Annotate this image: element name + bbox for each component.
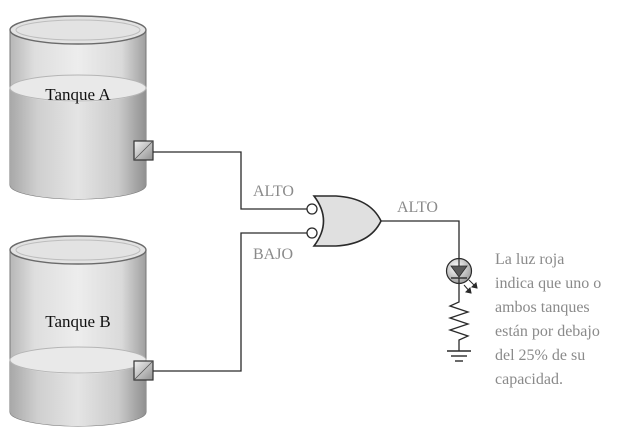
- input-a-signal-label: ALTO: [253, 183, 294, 200]
- ground-symbol: [447, 350, 471, 362]
- nor-gate-inverted-input-a: [306, 203, 318, 215]
- tank-b-liquid-surface: [9, 346, 147, 374]
- wire-sensor-b: [153, 232, 308, 372]
- led-note: La luz roja indica que uno o ambos tanqu…: [495, 251, 601, 388]
- wire-output: [381, 220, 460, 258]
- tank-a-top-rim: [9, 15, 147, 45]
- tank-a-liquid: [10, 88, 146, 199]
- tank-b-liquid: [10, 360, 146, 426]
- note-line: La luz roja: [495, 251, 564, 268]
- note-line: ambos tanques: [495, 299, 590, 316]
- wire-sensor-a: [153, 151, 308, 210]
- tank-b: Tanque B: [9, 235, 154, 427]
- input-b-signal-label: BAJO: [253, 246, 293, 263]
- nor-gate: [306, 195, 382, 247]
- tank-a-label: Tanque A: [45, 85, 111, 104]
- led-indicator: [445, 257, 478, 294]
- note-line: del 25% de su: [495, 347, 585, 364]
- nor-gate-inverted-input-b: [306, 227, 318, 239]
- tank-a: Tanque A: [9, 15, 154, 200]
- output-signal-label: ALTO: [397, 199, 438, 216]
- note-line: indica que uno o: [495, 275, 601, 292]
- resistor: [447, 284, 471, 351]
- tank-a-liquid-surface: [9, 74, 147, 102]
- tank-b-top-rim: [9, 235, 147, 265]
- note-line: están por debajo: [495, 323, 600, 340]
- tank-b-label: Tanque B: [45, 312, 110, 331]
- led-light-rays-icon: [463, 279, 478, 294]
- note-line: capacidad.: [495, 371, 563, 388]
